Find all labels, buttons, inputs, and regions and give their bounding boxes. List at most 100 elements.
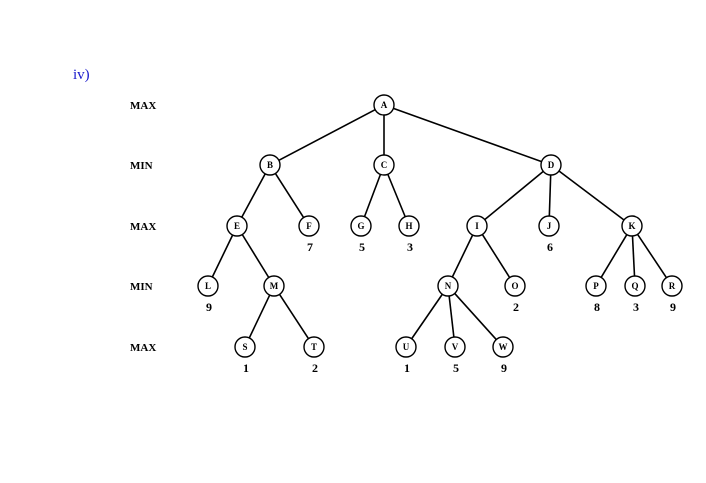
leaf-value-P: 8 — [594, 300, 600, 314]
edge-E-L — [211, 234, 234, 278]
leaf-value-O: 2 — [513, 300, 519, 314]
node-letter-O: O — [511, 281, 518, 291]
tree-node-L: L9 — [197, 275, 219, 314]
level-label-3: MIN — [130, 281, 153, 293]
edge-B-E — [241, 173, 266, 218]
edge-K-R — [636, 233, 668, 279]
node-letter-Q: Q — [631, 281, 638, 291]
tree-node-V: V5 — [444, 336, 466, 375]
node-circle-H — [398, 215, 420, 237]
leaf-value-J: 6 — [547, 240, 553, 254]
tree-edges — [211, 107, 668, 341]
level-labels: MAX MIN MAX MIN MAX — [130, 100, 156, 354]
leaf-value-H: 3 — [407, 240, 413, 254]
tree-node-F: F7 — [298, 215, 320, 254]
node-circle-V — [444, 336, 466, 358]
node-circle-A — [373, 94, 395, 116]
tree-node-G: G5 — [350, 215, 372, 254]
node-circle-F — [298, 215, 320, 237]
node-circle-G — [350, 215, 372, 237]
edge-I-N — [451, 234, 474, 278]
edge-D-I — [484, 170, 544, 221]
node-letter-H: H — [405, 221, 412, 231]
tree-node-T: T2 — [303, 336, 325, 375]
edge-D-J — [548, 174, 552, 217]
tree-node-W: W9 — [492, 336, 514, 375]
node-circle-N — [437, 275, 459, 297]
node-letter-E: E — [234, 221, 240, 231]
node-letter-W: W — [499, 342, 508, 352]
node-circle-R — [661, 275, 683, 297]
edge-K-P — [600, 234, 628, 278]
node-circle-W — [492, 336, 514, 358]
node-letter-R: R — [669, 281, 676, 291]
node-circle-P — [585, 275, 607, 297]
node-circle-K — [621, 215, 643, 237]
edge-M-S — [248, 294, 271, 339]
node-letter-F: F — [306, 221, 312, 231]
node-letter-N: N — [445, 281, 452, 291]
leaf-value-F: 7 — [307, 240, 313, 254]
tree-node-K: K — [621, 215, 643, 237]
edge-C-H — [387, 173, 406, 218]
leaf-value-L: 9 — [206, 300, 212, 314]
tree-node-E: E — [226, 215, 248, 237]
node-letter-U: U — [403, 342, 410, 352]
node-circle-T — [303, 336, 325, 358]
edge-N-W — [454, 292, 497, 341]
edge-A-D — [393, 107, 542, 163]
node-circle-U — [395, 336, 417, 358]
tree-node-Q: Q3 — [624, 275, 646, 314]
node-letter-P: P — [593, 281, 599, 291]
leaf-value-R: 9 — [670, 300, 676, 314]
node-letter-S: S — [242, 342, 247, 352]
tree-node-A: A — [373, 94, 395, 116]
node-letter-C: C — [381, 160, 388, 170]
tree-node-P: P8 — [585, 275, 607, 314]
leaf-value-V: 5 — [453, 361, 459, 375]
node-circle-E — [226, 215, 248, 237]
tree-node-I: I — [466, 215, 488, 237]
tree-node-N: N — [437, 275, 459, 297]
level-label-4: MAX — [130, 342, 156, 354]
leaf-value-G: 5 — [359, 240, 365, 254]
node-circle-Q — [624, 275, 646, 297]
tree-node-R: R9 — [661, 275, 683, 314]
leaf-value-S: 1 — [243, 361, 249, 375]
node-circle-C — [373, 154, 395, 176]
node-letter-T: T — [311, 342, 317, 352]
tree-node-B: B — [259, 154, 281, 176]
level-label-1: MIN — [130, 160, 153, 172]
node-circle-O — [504, 275, 526, 297]
node-circle-B — [259, 154, 281, 176]
tree-node-U: U1 — [395, 336, 417, 375]
node-letter-B: B — [267, 160, 273, 170]
node-circle-M — [263, 275, 285, 297]
level-label-0: MAX — [130, 100, 156, 112]
node-letter-K: K — [628, 221, 635, 231]
node-letter-L: L — [205, 281, 211, 291]
problem-label: iv) — [73, 67, 90, 83]
node-circle-J — [538, 215, 560, 237]
edge-N-U — [411, 293, 443, 340]
leaf-value-T: 2 — [312, 361, 318, 375]
level-label-2: MAX — [130, 221, 156, 233]
edge-M-T — [278, 293, 310, 340]
tree-node-M: M — [263, 275, 285, 297]
tree-node-D: D — [540, 154, 562, 176]
node-circle-S — [234, 336, 256, 358]
edge-N-V — [448, 295, 455, 338]
node-letter-G: G — [357, 221, 364, 231]
edge-A-B — [278, 108, 376, 162]
edge-K-Q — [631, 235, 636, 277]
leaf-value-Q: 3 — [633, 300, 639, 314]
node-letter-A: A — [381, 100, 388, 110]
node-letter-J: J — [547, 221, 552, 231]
tree-node-H: H3 — [398, 215, 420, 254]
tree-node-J: J6 — [538, 215, 560, 254]
leaf-value-W: 9 — [501, 361, 507, 375]
tree-node-S: S1 — [234, 336, 256, 375]
node-circle-D — [540, 154, 562, 176]
